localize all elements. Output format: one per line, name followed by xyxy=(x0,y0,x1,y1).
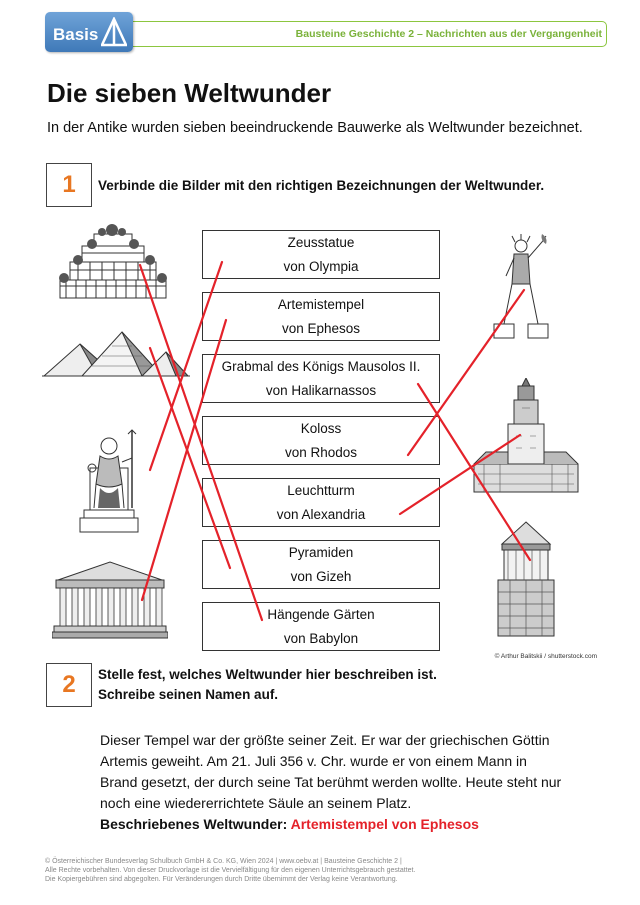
page-title: Die sieben Weltwunder xyxy=(47,78,332,108)
task1-instruction: Verbinde die Bilder mit den richtigen Be… xyxy=(98,178,545,193)
zeus-statue-image[interactable] xyxy=(78,428,140,534)
term-box-lighthouse[interactable]: Leuchtturm von Alexandria xyxy=(202,478,440,527)
artemis-temple-image[interactable] xyxy=(52,560,168,640)
description-line: Brand gesetzt, der durch seine Tat berüh… xyxy=(100,774,562,790)
term-line2: von Gizeh xyxy=(290,568,352,584)
intro-text: In der Antike wurden sieben beeindrucken… xyxy=(47,120,583,136)
term-box-zeus[interactable]: Zeusstatue von Olympia xyxy=(202,230,440,279)
answer-line: Beschriebenes Weltwunder: Artemistempel … xyxy=(100,814,590,835)
colossus-image[interactable] xyxy=(490,232,552,340)
description-line: noch eine wiedererrichtete Säule an sein… xyxy=(100,795,412,811)
term-line2: von Olympia xyxy=(283,258,359,274)
term-line1: Zeusstatue xyxy=(287,235,355,250)
term-box-pyramids[interactable]: Pyramiden von Gizeh xyxy=(202,540,440,589)
basis-logo: Basis xyxy=(45,12,133,52)
task2-line2: Schreibe seinen Namen auf. xyxy=(98,687,279,702)
term-line1: Hängende Gärten xyxy=(267,607,375,622)
mausoleum-image[interactable] xyxy=(496,520,556,638)
answer-label: Beschriebenes Weltwunder: xyxy=(100,816,288,832)
term-box-gardens[interactable]: Hängende Gärten von Babylon xyxy=(202,602,440,651)
task2-line1: Stelle fest, welches Weltwunder hier bes… xyxy=(98,667,437,682)
term-line2: von Rhodos xyxy=(284,444,358,460)
term-box-colossus[interactable]: Koloss von Rhodos xyxy=(202,416,440,465)
pyramids-image[interactable] xyxy=(42,330,190,382)
description-line: Artemis geweiht. Am 21. Juli 356 v. Chr.… xyxy=(100,753,527,769)
logo-text: Basis xyxy=(53,25,99,44)
term-line1: Pyramiden xyxy=(288,545,354,560)
footer-line: Die Kopiergebühren sind abgegolten. Für … xyxy=(45,876,398,883)
term-line2: von Alexandria xyxy=(276,506,366,522)
task-number-2: 2 xyxy=(46,663,92,707)
term-line1: Leuchtturm xyxy=(287,483,355,498)
task-number-1: 1 xyxy=(46,163,92,207)
term-line1: Artemistempel xyxy=(277,297,365,312)
image-credit: © Arthur Balitskii / shutterstock.com xyxy=(494,653,597,660)
term-line2: von Halikarnassos xyxy=(265,382,377,398)
term-box-artemis[interactable]: Artemistempel von Ephesos xyxy=(202,292,440,341)
footer-line: © Österreichischer Bundesverlag Schulbuc… xyxy=(45,858,402,865)
hanging-gardens-image[interactable] xyxy=(52,220,174,302)
lighthouse-image[interactable] xyxy=(470,378,582,496)
task2-instruction: Stelle fest, welches Weltwunder hier bes… xyxy=(98,665,437,705)
header-title: Bausteine Geschichte 2 – Nachrichten aus… xyxy=(295,28,602,40)
footer-line: Alle Rechte vorbehalten. Von dieser Druc… xyxy=(45,867,416,874)
triangle-logo-icon xyxy=(101,17,127,47)
term-line2: von Ephesos xyxy=(281,320,361,336)
term-box-mausoleum[interactable]: Grabmal des Königs Mausolos II. von Hali… xyxy=(202,354,440,403)
term-line1: Grabmal des Königs Mausolos II. xyxy=(221,359,421,374)
footer: © Österreichischer Bundesverlag Schulbuc… xyxy=(45,857,415,884)
answer-field[interactable]: Artemistempel von Ephesos xyxy=(290,816,479,832)
description-text: Dieser Tempel war der größte seiner Zeit… xyxy=(100,730,590,835)
term-line2: von Babylon xyxy=(283,630,359,646)
term-line1: Koloss xyxy=(300,421,342,436)
description-line: Dieser Tempel war der größte seiner Zeit… xyxy=(100,732,550,748)
